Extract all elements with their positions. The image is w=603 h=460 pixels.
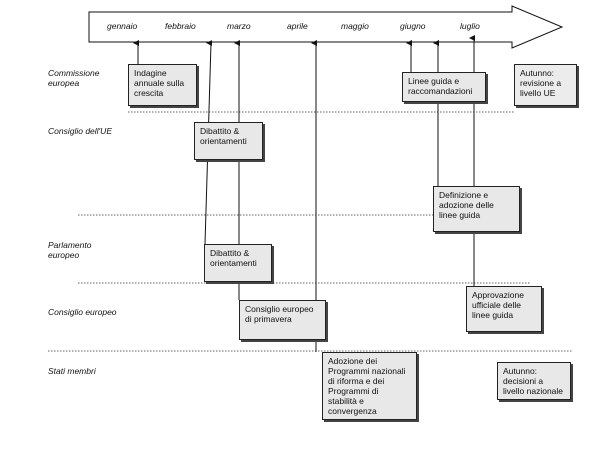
row-label-consiglio-ue: Consiglio dell'UE (48, 126, 112, 136)
box-definizione: Definizione e adozione delle linee guida (433, 186, 520, 232)
month-label: maggio (341, 21, 369, 31)
month-label: aprile (287, 21, 308, 31)
box-dibattito-consiglio: Dibattito & orientamenti (194, 122, 263, 160)
month-label: giugno (400, 21, 426, 31)
row-label-stati: Stati membri (48, 366, 96, 376)
box-adozione-programmi: Adozione dei Programmi nazionali di rifo… (322, 352, 417, 420)
month-label: marzo (227, 21, 251, 31)
box-autunno-decisioni: Autunno: decisioni a livello nazionale (497, 362, 571, 400)
box-dibattito-parlamento: Dibattito & orientamenti (204, 244, 272, 282)
row-label-parlamento: Parlamento europeo (48, 240, 92, 260)
box-linee-guida: Linee guida e raccomandazioni (402, 72, 486, 102)
box-indagine: Indagine annuale sulla crescita (128, 64, 197, 106)
box-autunno-revisione: Autunno: revisione a livello UE (514, 64, 577, 106)
timeline-arrow (88, 5, 564, 49)
row-label-consiglio-europeo: Consiglio europeo (48, 307, 117, 317)
box-approvazione: Approvazione ufficiale delle linee guida (466, 286, 542, 332)
month-label: luglio (460, 21, 480, 31)
month-label: febbraio (165, 21, 196, 31)
month-label: gennaio (107, 21, 138, 31)
box-consiglio-primavera: Consiglio europeo di primavera (239, 300, 326, 340)
row-label-commissione: Commissione europea (48, 68, 100, 88)
